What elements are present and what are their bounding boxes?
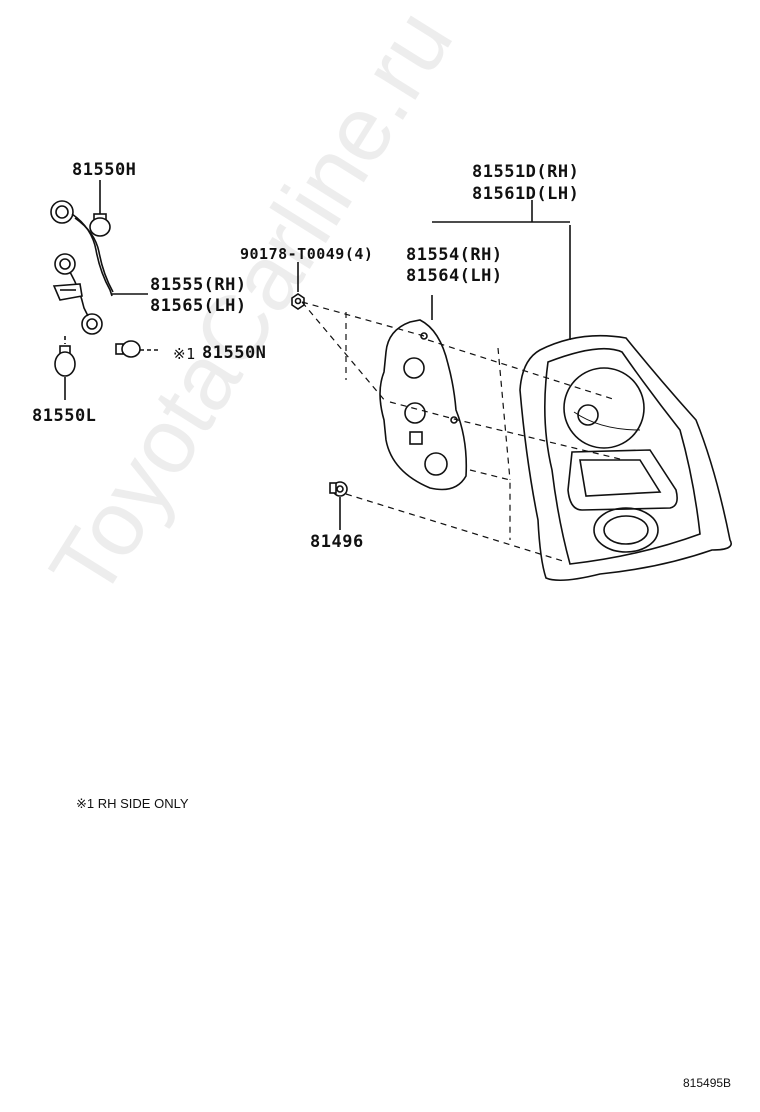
bulb-81550h [89,213,111,237]
label-81550l: 81550L [32,406,97,426]
label-note-mark: ※1 [173,345,196,363]
label-81554-rh: 81554(RH) [406,245,503,265]
bulb-81550n [115,340,160,358]
label-81551d-rh: 81551D(RH) [472,162,580,182]
bulb-81550l [54,336,76,400]
gasket-81554 [379,295,468,491]
rh-side-note: ※1 RH SIDE ONLY [76,796,189,811]
label-81496: 81496 [310,532,364,552]
label-81561d-lh: 81561D(LH) [472,184,580,204]
figure-id: 815495B [683,1076,732,1090]
label-81550n: 81550N [202,343,267,363]
label-81555-rh: 81555(RH) [150,275,247,295]
label-90178: 90178-T0049(4) [240,245,374,263]
label-81565-lh: 81565(LH) [150,296,247,316]
clip-81496 [329,481,348,530]
socket-wire-assembly [50,200,114,335]
label-81564-lh: 81564(LH) [406,266,503,286]
tail-lamp-assembly [432,200,732,582]
leader-lines [301,301,625,563]
nut-90178 [291,262,305,310]
label-81550h: 81550H [72,160,137,180]
